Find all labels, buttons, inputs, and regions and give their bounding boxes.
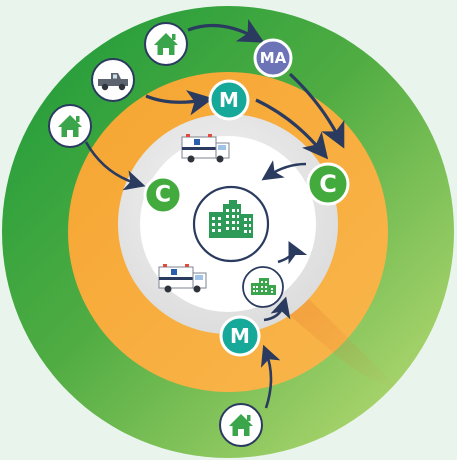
ambulance-bottom	[158, 264, 207, 293]
home-node-top[interactable]	[144, 22, 188, 66]
c-node-left[interactable]: C	[143, 175, 183, 215]
arrow-home-bottom-to-m-bottom	[260, 344, 281, 409]
m-bottom-label: M	[230, 324, 250, 348]
ambulance-icon	[181, 134, 230, 163]
truck-node[interactable]	[91, 58, 135, 102]
arrow-home-left-to-c-left	[84, 141, 146, 191]
arrow-ma-to-c-right	[288, 72, 345, 149]
home-node-left[interactable]	[48, 104, 92, 148]
c-right-label: C	[319, 170, 337, 198]
arrow-c-right-to-center	[261, 160, 307, 181]
c-node-right[interactable]: C	[306, 162, 350, 206]
pickup-truck-icon	[98, 73, 128, 91]
ma-node[interactable]: MA	[253, 38, 293, 78]
arrow-m-bottom-to-small-hospital	[263, 296, 291, 322]
m-node-top[interactable]: M	[208, 79, 250, 121]
arrow-small-hospital-to-center	[277, 241, 308, 265]
arrow-truck-to-m-top	[145, 90, 214, 116]
hospital-center-node[interactable]	[192, 185, 270, 263]
ma-label: MA	[260, 49, 287, 67]
ambulance-icon	[158, 264, 207, 293]
ambulance-top	[181, 134, 230, 163]
arrow-m-top-to-c-right	[255, 98, 329, 160]
arrow-home-top-to-ma	[187, 19, 265, 43]
ring-shadow	[260, 290, 400, 390]
m-top-label: M	[219, 88, 239, 112]
small-hospital-node[interactable]	[242, 266, 284, 308]
c-left-label: C	[155, 183, 171, 208]
home-node-bottom[interactable]	[219, 403, 263, 447]
m-node-bottom[interactable]: M	[219, 315, 261, 357]
